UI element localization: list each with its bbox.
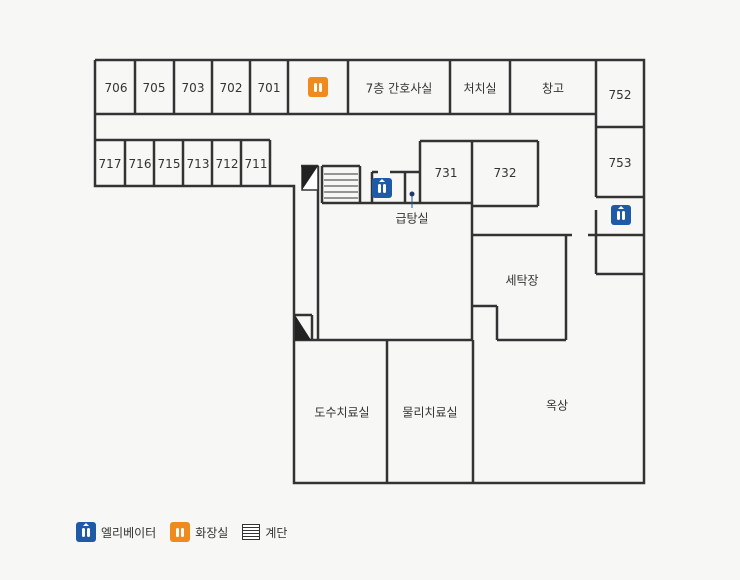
toilet-icon [170,522,191,542]
room-711: 711 [244,157,268,171]
room-rooftop: 옥상 [545,398,569,413]
stair-marker-icon [295,165,319,340]
room-732: 732 [493,166,517,180]
room-716: 716 [128,157,152,171]
room-manual-therapy: 도수치료실 [314,405,370,420]
room-705: 705 [142,81,166,95]
outer-wall [93,58,646,485]
room-treatment: 처치실 [463,81,497,96]
room-702: 702 [219,81,243,95]
elevator-icon [76,522,96,542]
room-717: 717 [98,157,122,171]
elevator-icon [611,205,631,225]
room-715: 715 [157,157,181,171]
room-753: 753 [608,156,632,170]
room-storage: 창고 [541,81,565,96]
room-701: 701 [257,81,281,95]
legend-toilet-label: 화장실 [195,525,229,540]
toilet-icon [308,77,328,97]
elevator-icon [372,178,392,198]
legend-elevator: 엘리베이터 [76,522,156,542]
room-physical-therapy: 물리치료실 [402,405,458,420]
room-pantry: 급탕실 [395,211,429,226]
legend-stairs-label: 계단 [265,525,288,540]
legend-stairs: 계단 [242,524,287,541]
legend-elevator-label: 엘리베이터 [101,525,157,540]
room-nurse-station: 7층 간호사실 [365,81,433,96]
room-752: 752 [608,88,632,102]
legend: 엘리베이터 화장실 계단 [76,522,301,542]
room-731: 731 [434,166,458,180]
room-713: 713 [186,157,210,171]
stairs-icon [324,173,358,199]
stairs-icon [242,524,261,540]
legend-toilet: 화장실 [170,522,228,542]
room-706: 706 [104,81,128,95]
room-703: 703 [181,81,205,95]
room-laundry: 세탁장 [505,273,539,288]
room-712: 712 [215,157,239,171]
pantry-dot [409,191,415,197]
